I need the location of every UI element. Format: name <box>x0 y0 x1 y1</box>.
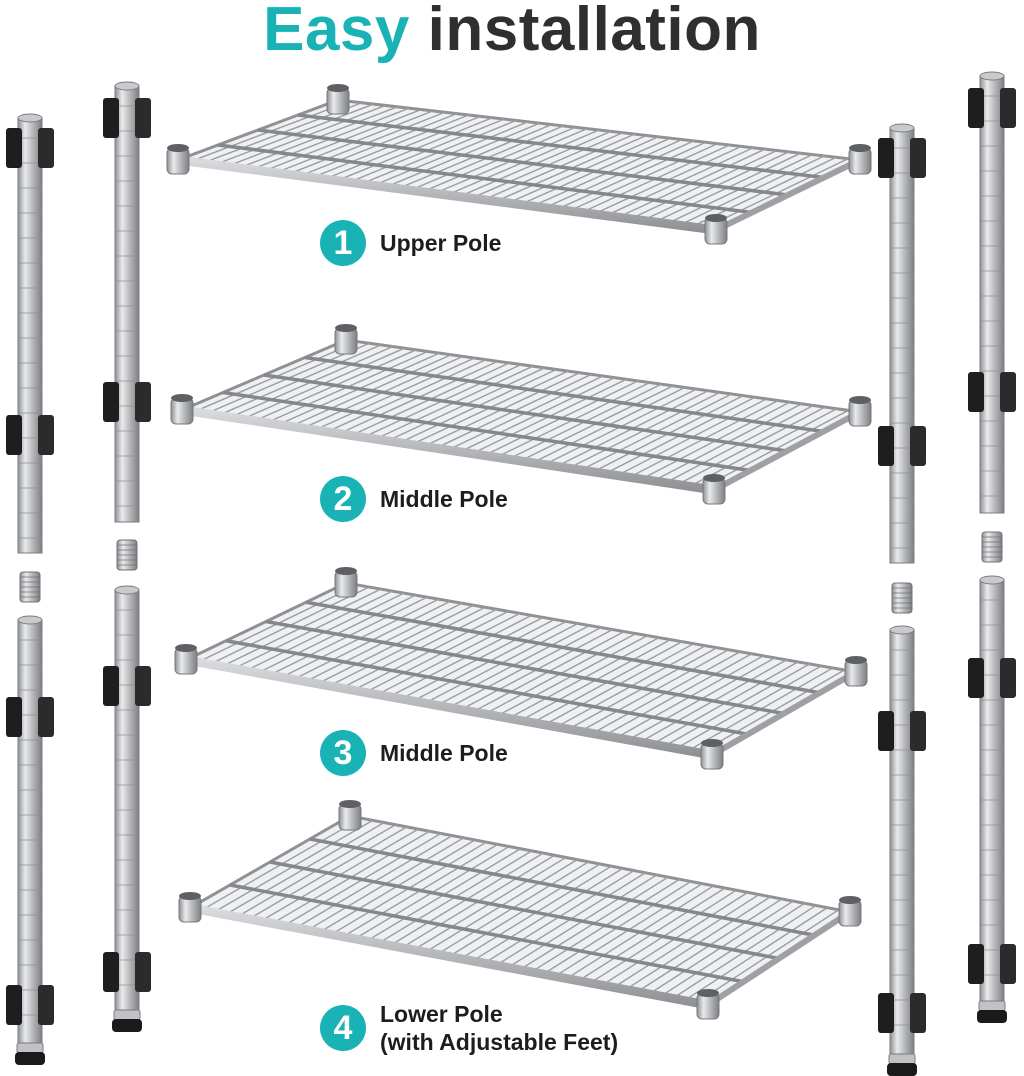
pole-connector <box>891 582 913 614</box>
step-1-badge: 1 <box>320 220 366 266</box>
step-4-label: 4 Lower Pole (with Adjustable Feet) <box>320 1000 618 1056</box>
pole-connector <box>19 571 41 603</box>
wire-shelf <box>166 84 872 245</box>
pole <box>6 615 54 1065</box>
step-1-text: Upper Pole <box>380 230 502 256</box>
wire-shelf <box>174 567 868 770</box>
wire-shelf <box>170 324 872 505</box>
step-3-label: 3 Middle Pole <box>320 730 508 776</box>
pole-connector <box>116 539 138 571</box>
step-2-label: 2 Middle Pole <box>320 476 508 522</box>
title-accent-word: Easy <box>263 0 410 64</box>
pole <box>103 81 151 523</box>
step-2-text: Middle Pole <box>380 486 508 512</box>
pole <box>878 123 926 564</box>
step-1-label: 1 Upper Pole <box>320 220 501 266</box>
step-4-subtext: (with Adjustable Feet) <box>380 1029 619 1055</box>
pole <box>968 575 1016 1023</box>
step-3-badge: 3 <box>320 730 366 776</box>
pole <box>103 585 151 1032</box>
wire-shelf <box>178 800 862 1020</box>
pole <box>878 625 926 1076</box>
pole-connector <box>981 531 1003 563</box>
step-3-text: Middle Pole <box>380 740 508 766</box>
page-title: Easy installation <box>0 0 1024 64</box>
step-2-badge: 2 <box>320 476 366 522</box>
step-4-badge: 4 <box>320 1005 366 1051</box>
pole <box>6 113 54 554</box>
step-4-text: Lower Pole <box>380 1001 503 1027</box>
pole <box>968 71 1016 514</box>
title-word: installation <box>427 0 761 64</box>
